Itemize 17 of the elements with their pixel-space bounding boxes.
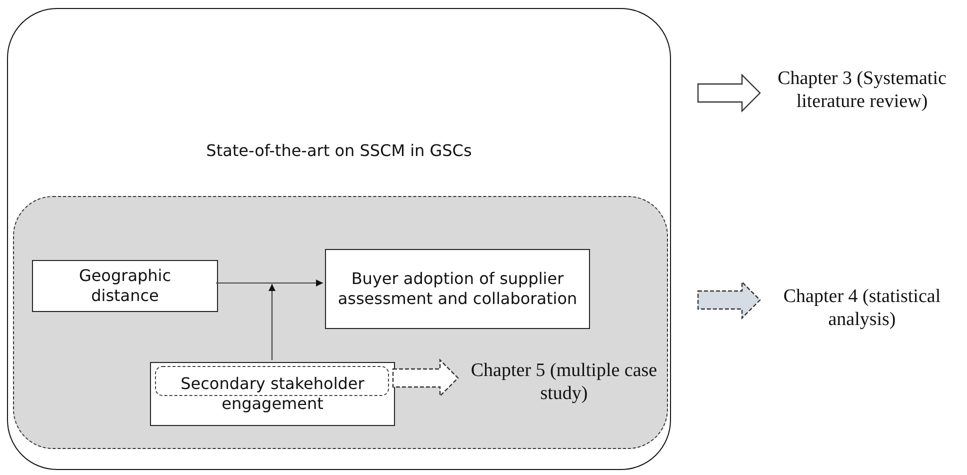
chapter-label: Chapter 4 (statistical analysis) <box>782 286 942 332</box>
arrow <box>216 280 323 286</box>
block-arrow <box>697 280 761 320</box>
block-arrow <box>697 74 761 112</box>
rounded-frame <box>7 8 671 470</box>
chapter-label: Chapter 5 (multiple case study) <box>470 360 658 406</box>
box-label: Geographic distance <box>78 266 172 306</box>
dashed-panel <box>13 196 668 449</box>
box-label: Secondary stakeholder engagement <box>180 374 366 414</box>
box-label: Buyer adoption of supplier assessment and collaboration <box>336 269 578 309</box>
process-box <box>325 249 590 329</box>
chapter-label: Chapter 3 (Systematic literature review) <box>776 68 948 114</box>
arrow <box>268 284 276 360</box>
process-box <box>32 260 218 312</box>
frame-title: State-of-the-art on SSCM in GSCs <box>205 141 473 161</box>
process-box <box>150 362 395 426</box>
block-arrow <box>392 358 459 398</box>
